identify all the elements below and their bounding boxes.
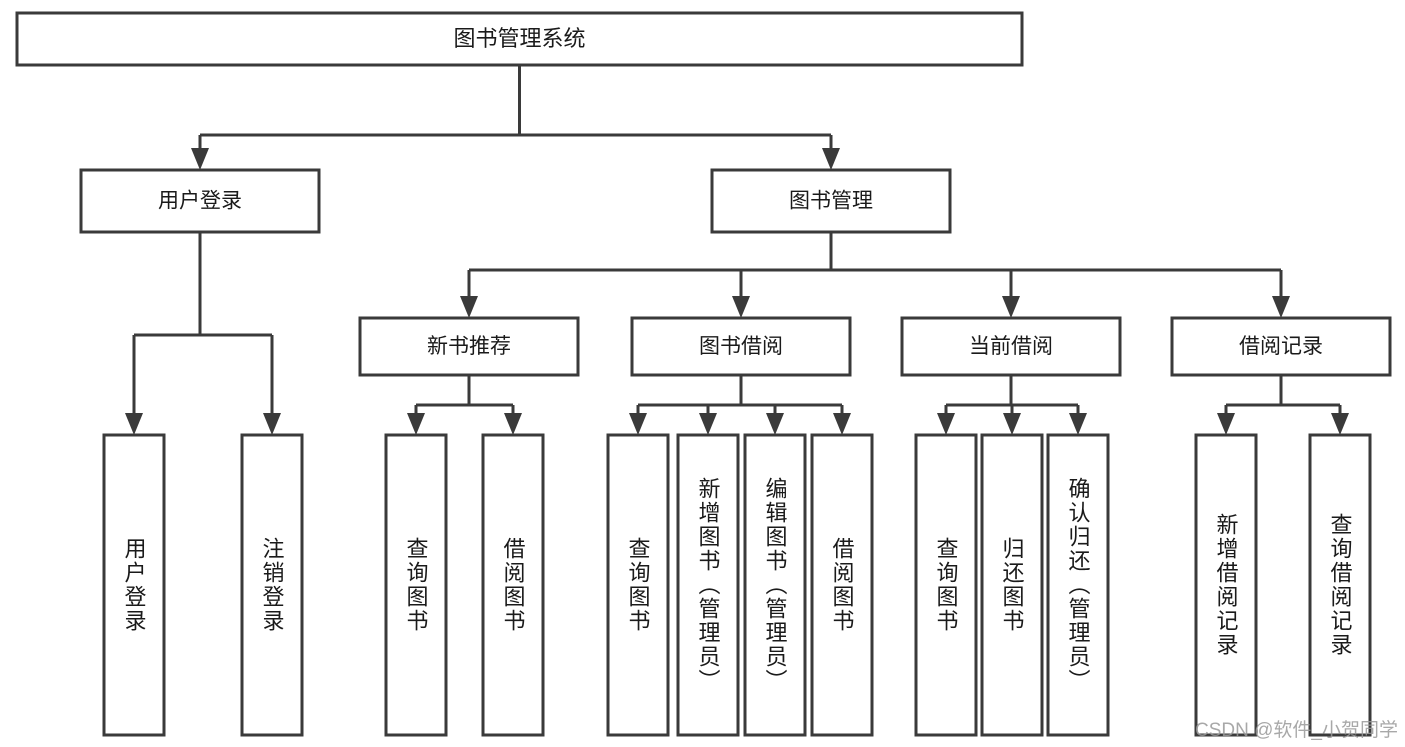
level2-node-box-0[interactable]: [79, 168, 321, 234]
leaf-node-box-11[interactable]: [1194, 433, 1258, 737]
leaf-node-box-1[interactable]: [240, 433, 304, 737]
leaf-node-box-3[interactable]: [481, 433, 545, 737]
level3-node-box-0[interactable]: [358, 316, 580, 377]
leaf-node-box-4[interactable]: [606, 433, 670, 737]
lvl3-0-arrow-0: [407, 413, 425, 435]
level3-node-label-0: 新书推荐: [427, 335, 511, 358]
root-arrow-1: [822, 148, 840, 170]
leaf-node-box-6[interactable]: [743, 433, 807, 737]
level3-node-label-1: 图书借阅: [699, 335, 783, 358]
leaf-node-box-0[interactable]: [102, 433, 166, 737]
lvl3-1-arrow-2: [766, 413, 784, 435]
lvl3-2-arrow-1: [1003, 413, 1021, 435]
root-node-label: 图书管理系统: [453, 26, 585, 51]
level3-node-box-2[interactable]: [900, 316, 1122, 377]
leaf-node-box-8[interactable]: [914, 433, 978, 737]
level2-node-box-1[interactable]: [710, 168, 952, 234]
lvl3-2-arrow-0: [937, 413, 955, 435]
csdn-watermark: CSDN @软件_小贺同学: [1195, 720, 1398, 741]
user-login-arrow-1: [263, 413, 281, 435]
root-arrow-0: [191, 148, 209, 170]
connector-layer: [125, 65, 1349, 435]
book-mgmt-arrow-1: [732, 296, 750, 318]
user-login-arrow-0: [125, 413, 143, 435]
leaf-node-box-5[interactable]: [676, 433, 740, 737]
leaf-node-box-10[interactable]: [1046, 433, 1110, 737]
level3-node-box-3[interactable]: [1170, 316, 1392, 377]
lvl3-1-arrow-3: [833, 413, 851, 435]
book-mgmt-arrow-0: [460, 296, 478, 318]
leaf-node-box-7[interactable]: [810, 433, 874, 737]
lvl3-3-arrow-0: [1217, 413, 1235, 435]
level3-node-label-3: 借阅记录: [1239, 335, 1323, 358]
lvl3-1-arrow-1: [699, 413, 717, 435]
lvl3-3-arrow-1: [1331, 413, 1349, 435]
leaf-node-box-9[interactable]: [980, 433, 1044, 737]
root-node-box[interactable]: [15, 11, 1024, 67]
level2-node-label-0: 用户登录: [158, 190, 242, 213]
level3-node-box-1[interactable]: [630, 316, 852, 377]
leaf-node-box-12[interactable]: [1308, 433, 1372, 737]
level3-node-label-2: 当前借阅: [969, 335, 1053, 358]
level2-node-label-1: 图书管理: [789, 190, 873, 213]
leaf-node-box-2[interactable]: [384, 433, 448, 737]
lvl3-1-arrow-0: [629, 413, 647, 435]
book-mgmt-arrow-2: [1002, 296, 1020, 318]
lvl3-2-arrow-2: [1069, 413, 1087, 435]
node-box-layer: [15, 11, 1392, 737]
book-mgmt-arrow-3: [1272, 296, 1290, 318]
lvl3-0-arrow-1: [504, 413, 522, 435]
